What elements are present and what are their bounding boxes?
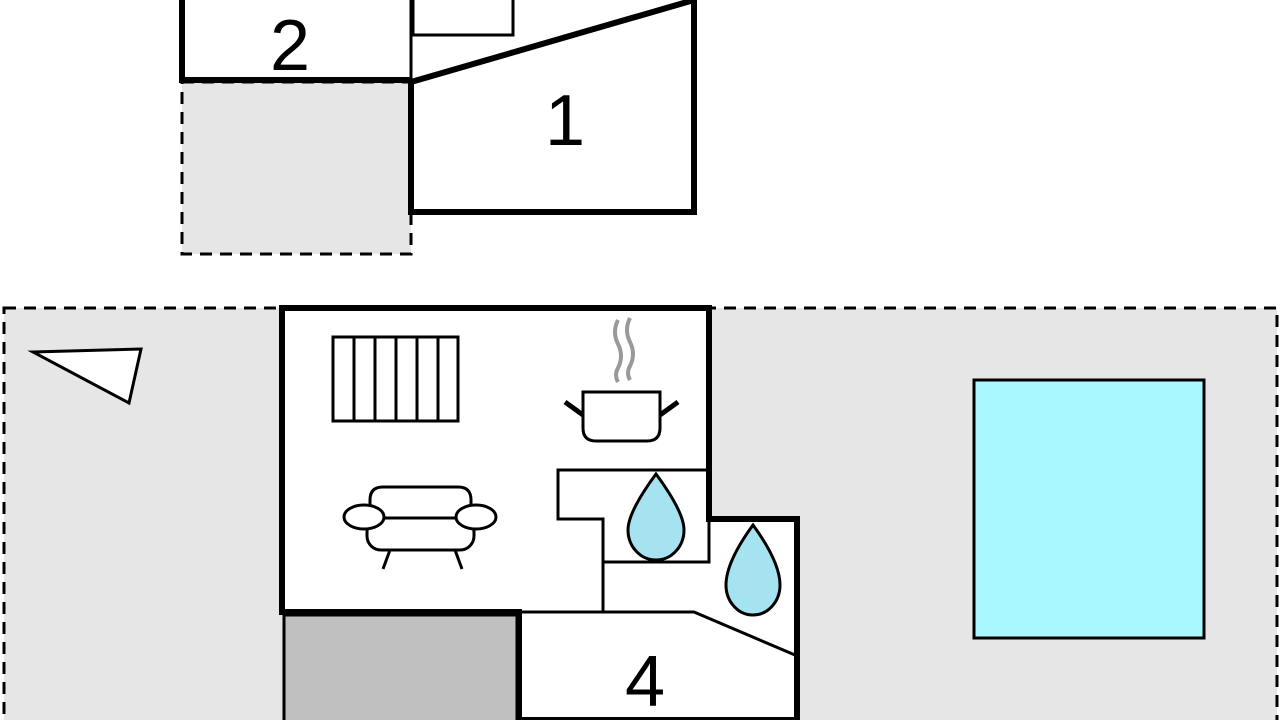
water-drop-icon [626,471,686,562]
room-1-walls-outer [408,0,697,215]
cooking-pot-icon [563,317,680,443]
covered-area [282,613,519,720]
room-1-label: 1 [545,81,585,161]
kitchen-counter [556,468,709,612]
radiator-icon [331,335,460,423]
room-2-label: 2 [270,6,310,86]
room-1-closet [411,0,515,37]
north-arrow-icon [27,347,143,406]
upper-terrace [180,80,413,256]
sofa-icon [342,485,498,570]
water-drop-icon [724,522,782,617]
room-4-wall [519,610,796,657]
bathroom-wall [603,519,711,564]
room-2-walls [179,0,411,83]
pool [972,378,1206,640]
room-4-label: 4 [625,642,665,720]
